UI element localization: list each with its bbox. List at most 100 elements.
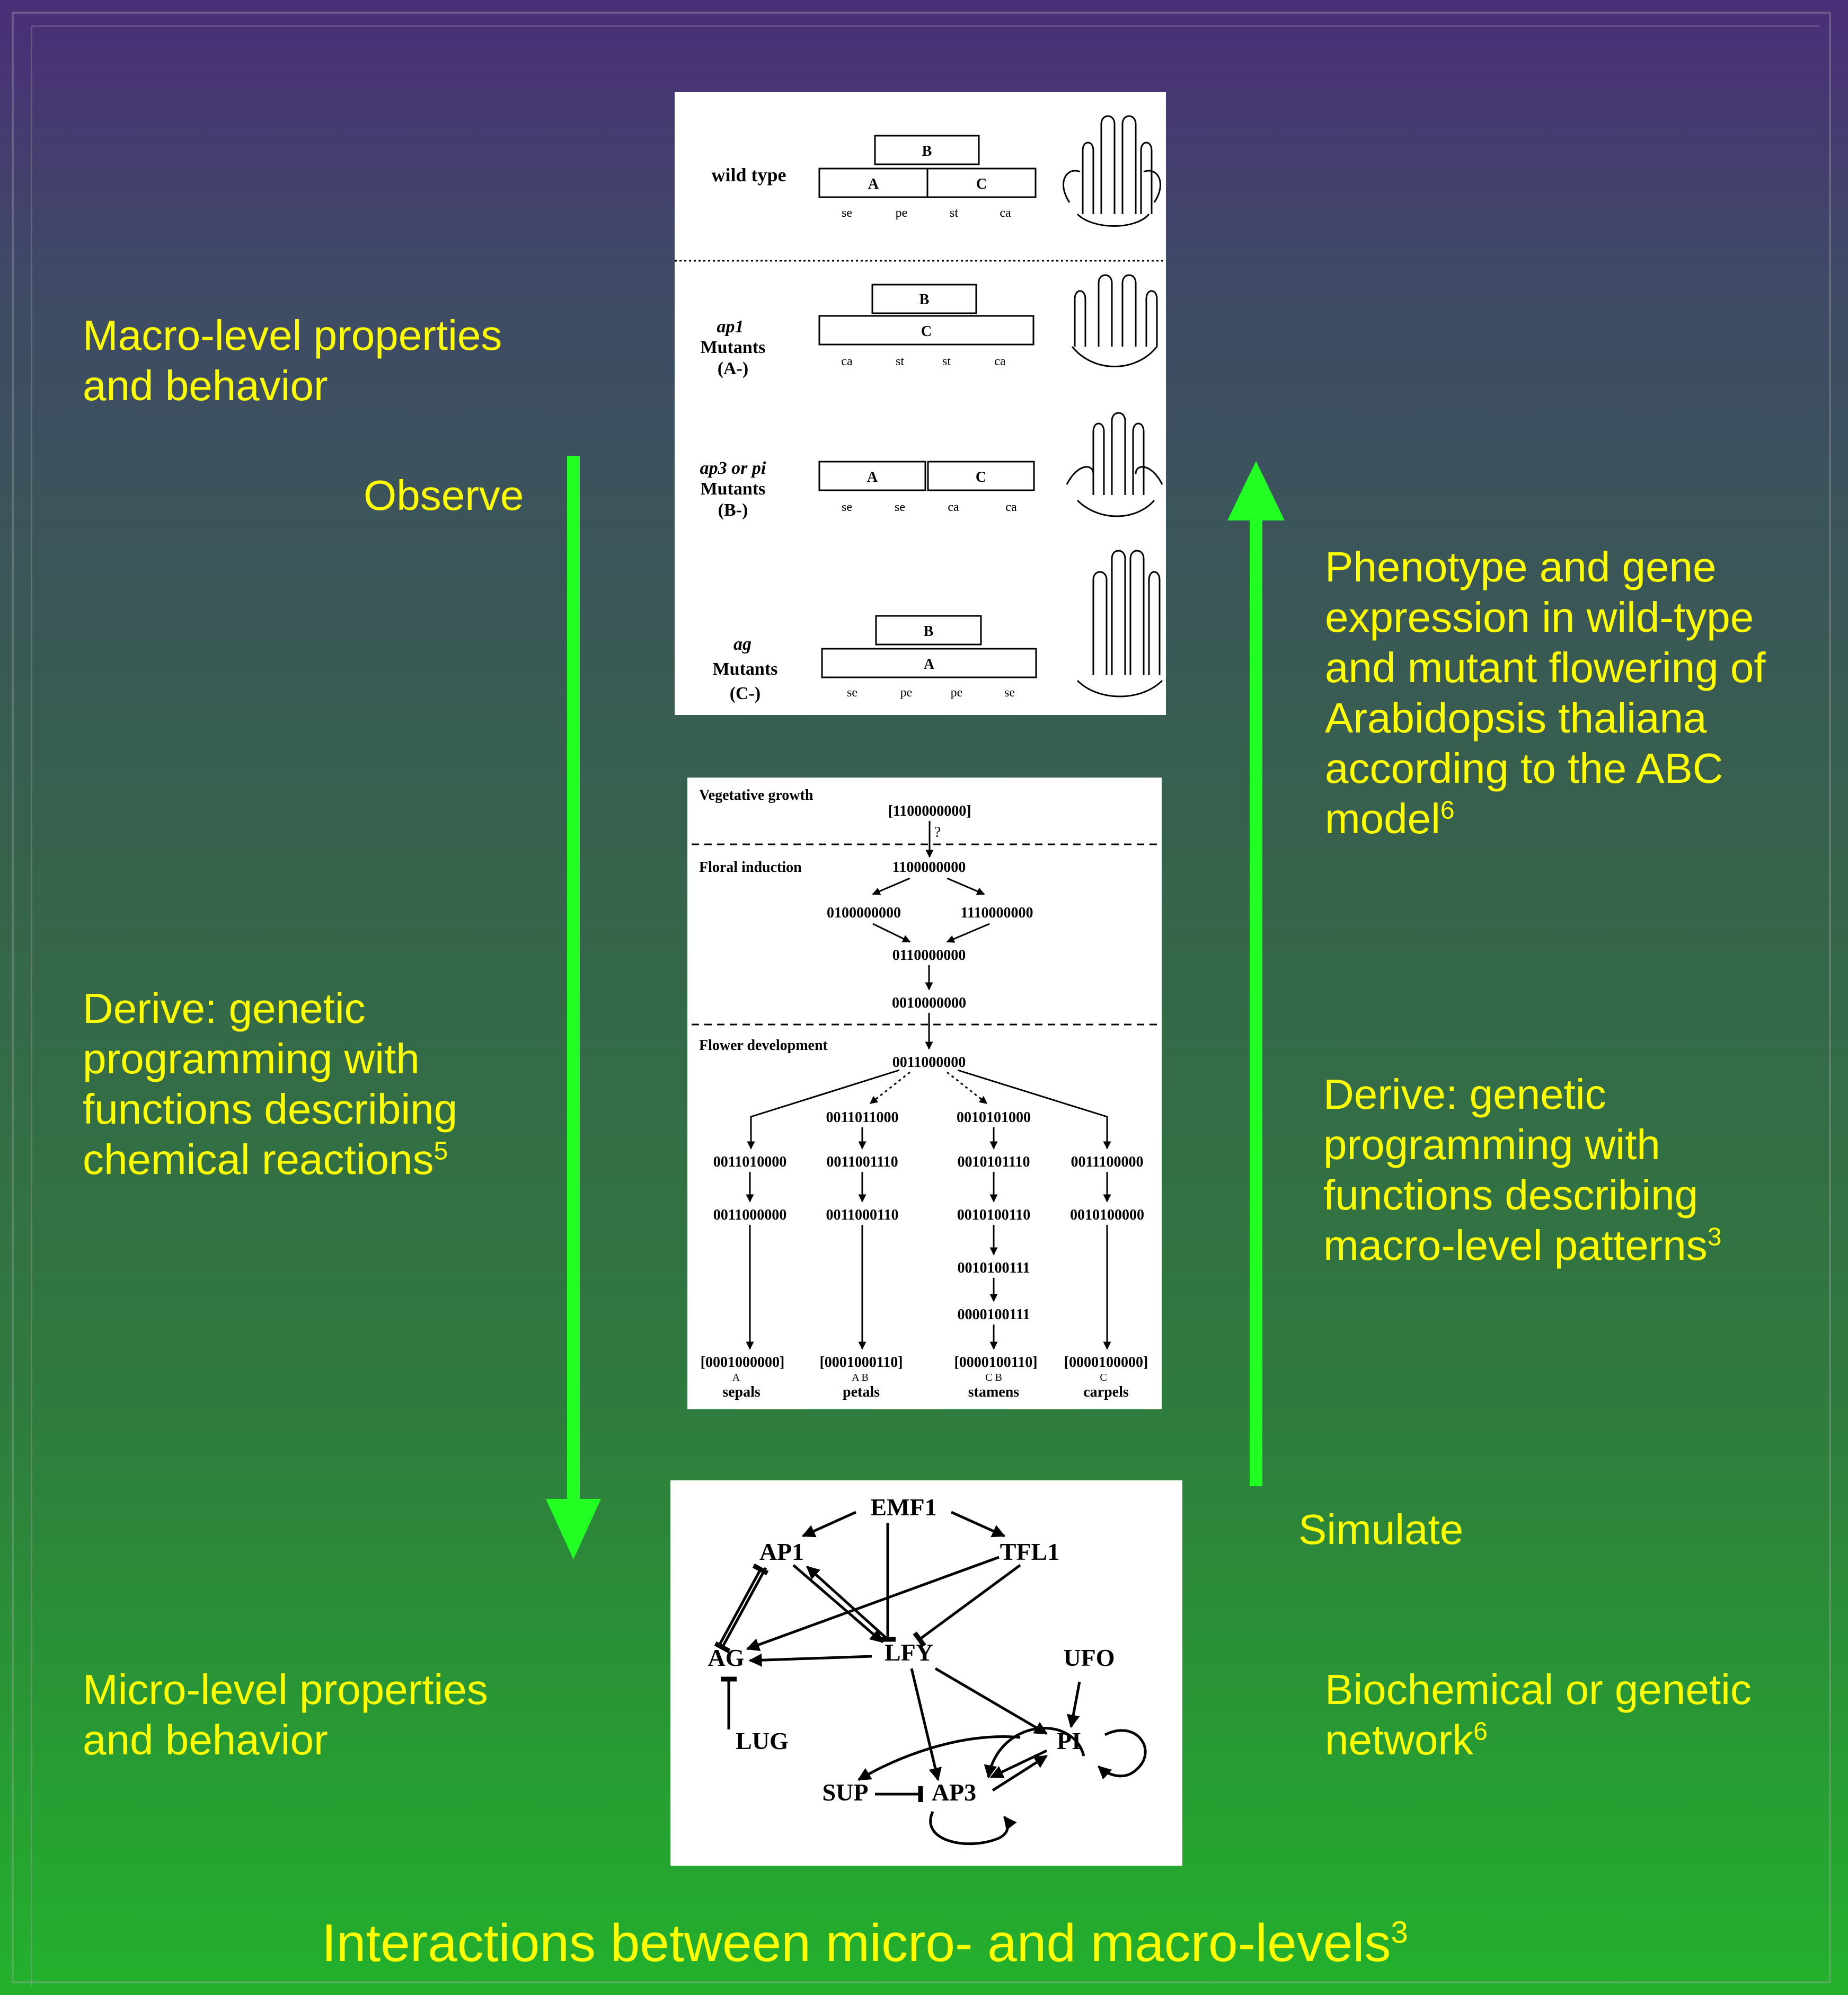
gene-lug: LUG [736, 1727, 789, 1754]
abc-ag-box-b-label: B [924, 623, 934, 640]
abc-wildtype-box-c-label: C [976, 176, 987, 192]
state-s1: 0100000000 [827, 905, 901, 921]
network-edges [714, 1511, 1147, 1846]
abc-ap3-organ-2: se [895, 500, 905, 514]
state-final-3: [0000100110] [954, 1354, 1037, 1371]
state-b3d: 0010100111 [958, 1260, 1030, 1276]
abc-row-ap3-name-1: ap3 or pi [700, 458, 766, 478]
organ-petals: petals [843, 1384, 880, 1400]
state-b4b: 0011100000 [1071, 1154, 1144, 1170]
section-floral-induction: Floral induction [699, 859, 802, 876]
state-b2a: 0011011000 [826, 1109, 899, 1126]
abc-ap1-organ-4: ca [994, 355, 1006, 368]
state-b1c: 0011000000 [713, 1207, 786, 1223]
gene-emf1: EMF1 [870, 1494, 936, 1521]
state-b3e: 0000100111 [958, 1307, 1030, 1323]
state-b3b: 0010101110 [958, 1154, 1030, 1170]
abc-ap1-organ-2: st [896, 355, 904, 368]
abc-ap1-box-b-label: B [919, 292, 930, 308]
gene-network-panel: EMF1 AP1 TFL1 AG LFY UFO LUG PI SUP AP3 [670, 1480, 1182, 1866]
abc-row-wildtype-name: wild type [711, 164, 786, 186]
gene-ap1: AP1 [759, 1538, 804, 1565]
state-s2: 1110000000 [961, 905, 1033, 921]
gene-label-3: C B [985, 1372, 1002, 1383]
state-s4: 0010000000 [892, 995, 966, 1011]
abc-ap3-organ-3: ca [948, 500, 959, 514]
abc-ag-box-a-label: A [924, 656, 935, 673]
abc-ap1-box-b [871, 284, 977, 314]
abc-row-ap1-name-1: ap1 [717, 317, 744, 337]
abc-wildtype-box-a-label: A [868, 176, 879, 192]
abc-row-ap3-name-3: (B-) [718, 500, 748, 520]
state-final-1: [0001000000] [701, 1354, 785, 1371]
flower-sketch-wildtype [1063, 115, 1161, 227]
observe-arrow-shaft [567, 456, 580, 1505]
abc-ag-organ-2: pe [900, 686, 913, 700]
state-final-2: [0001000110] [819, 1354, 903, 1371]
outer-frame [12, 12, 1831, 1983]
simulate-arrow-head [1227, 461, 1285, 520]
flower-sketch-ap3 [1066, 412, 1163, 517]
observe-label: Observe [364, 472, 524, 519]
state-b4c: 0010100000 [1070, 1207, 1144, 1223]
gene-label-1: A [732, 1372, 740, 1383]
phenotype-label: Phenotype and gene expression in wild-ty… [1325, 543, 1766, 842]
page-title: Interactions between micro- and macro-le… [322, 1913, 1408, 1973]
state-veg: [1100000000] [888, 803, 971, 819]
state-transition-panel: Vegetative growth Floral induction Flowe… [687, 778, 1162, 1409]
network-label: Biochemical or genetic network6 [1325, 1666, 1752, 1763]
abc-row-ap1-name-2: Mutants [701, 338, 766, 357]
abc-row-ag-name-3: (C-) [730, 684, 761, 703]
abc-wildtype-box-b [874, 135, 980, 165]
abc-ap1-organ-3: st [942, 355, 951, 368]
abc-ap3-box-c-label: C [976, 469, 986, 485]
state-fi: 1100000000 [892, 859, 966, 876]
organ-carpels: carpels [1083, 1384, 1129, 1400]
abc-model-panel: wild type B A C se pe st ca ap1 Mutants … [675, 92, 1166, 715]
abc-ap1-box-c [818, 315, 1034, 346]
organ-stamens: stamens [968, 1384, 1020, 1400]
state-b3c: 0010100110 [957, 1207, 1030, 1223]
gene-tfl1: TFL1 [1000, 1538, 1059, 1565]
simulate-arrow [1227, 461, 1285, 1486]
state-transitions [746, 821, 1111, 1350]
state-question: ? [934, 824, 941, 841]
simulate-arrow-shaft [1250, 517, 1262, 1486]
state-b2c: 0011000110 [826, 1207, 899, 1223]
section-flower-development: Flower development [699, 1037, 828, 1054]
gene-lfy: LFY [885, 1639, 933, 1666]
gene-sup: SUP [823, 1779, 869, 1806]
abc-ag-organ-4: se [1004, 686, 1015, 700]
abc-wildtype-box-b-label: B [922, 143, 932, 160]
flower-sketch-ag [1076, 550, 1163, 698]
abc-row-ag-name-2: Mutants [713, 659, 778, 679]
state-s3: 0110000000 [892, 947, 966, 964]
derive-left-label: Derive: genetic programming with functio… [83, 985, 458, 1183]
gene-ap3: AP3 [932, 1779, 976, 1806]
abc-row-ap3-name-2: Mutants [701, 479, 766, 499]
state-b3a: 0010101000 [957, 1109, 1031, 1126]
abc-row-ap1-name-3: (A-) [718, 359, 749, 378]
abc-wildtype-box-c [926, 167, 1037, 198]
abc-ap3-organ-1: se [842, 500, 852, 514]
organ-sepals: sepals [722, 1384, 761, 1400]
observe-arrow [546, 456, 601, 1559]
state-b2b: 0011001110 [826, 1154, 898, 1170]
gene-label-2: A B [852, 1372, 869, 1383]
abc-ap3-box-a [818, 461, 926, 491]
abc-ag-organ-3: pe [951, 686, 963, 700]
abc-ag-box-a [821, 648, 1037, 678]
gene-label-4: C [1100, 1372, 1107, 1383]
simulate-label: Simulate [1298, 1506, 1464, 1553]
abc-wildtype-organ-3: st [950, 206, 958, 220]
state-s5: 0011000000 [892, 1054, 966, 1071]
abc-ap3-box-a-label: A [867, 469, 878, 485]
abc-ag-organ-1: se [847, 686, 857, 700]
abc-ap3-organ-4: ca [1005, 500, 1017, 514]
gene-ag: AG [708, 1644, 745, 1671]
abc-ap1-organ-1: ca [841, 355, 853, 368]
state-final-4: [0000100000] [1064, 1354, 1148, 1371]
state-b1b: 0011010000 [713, 1154, 786, 1170]
